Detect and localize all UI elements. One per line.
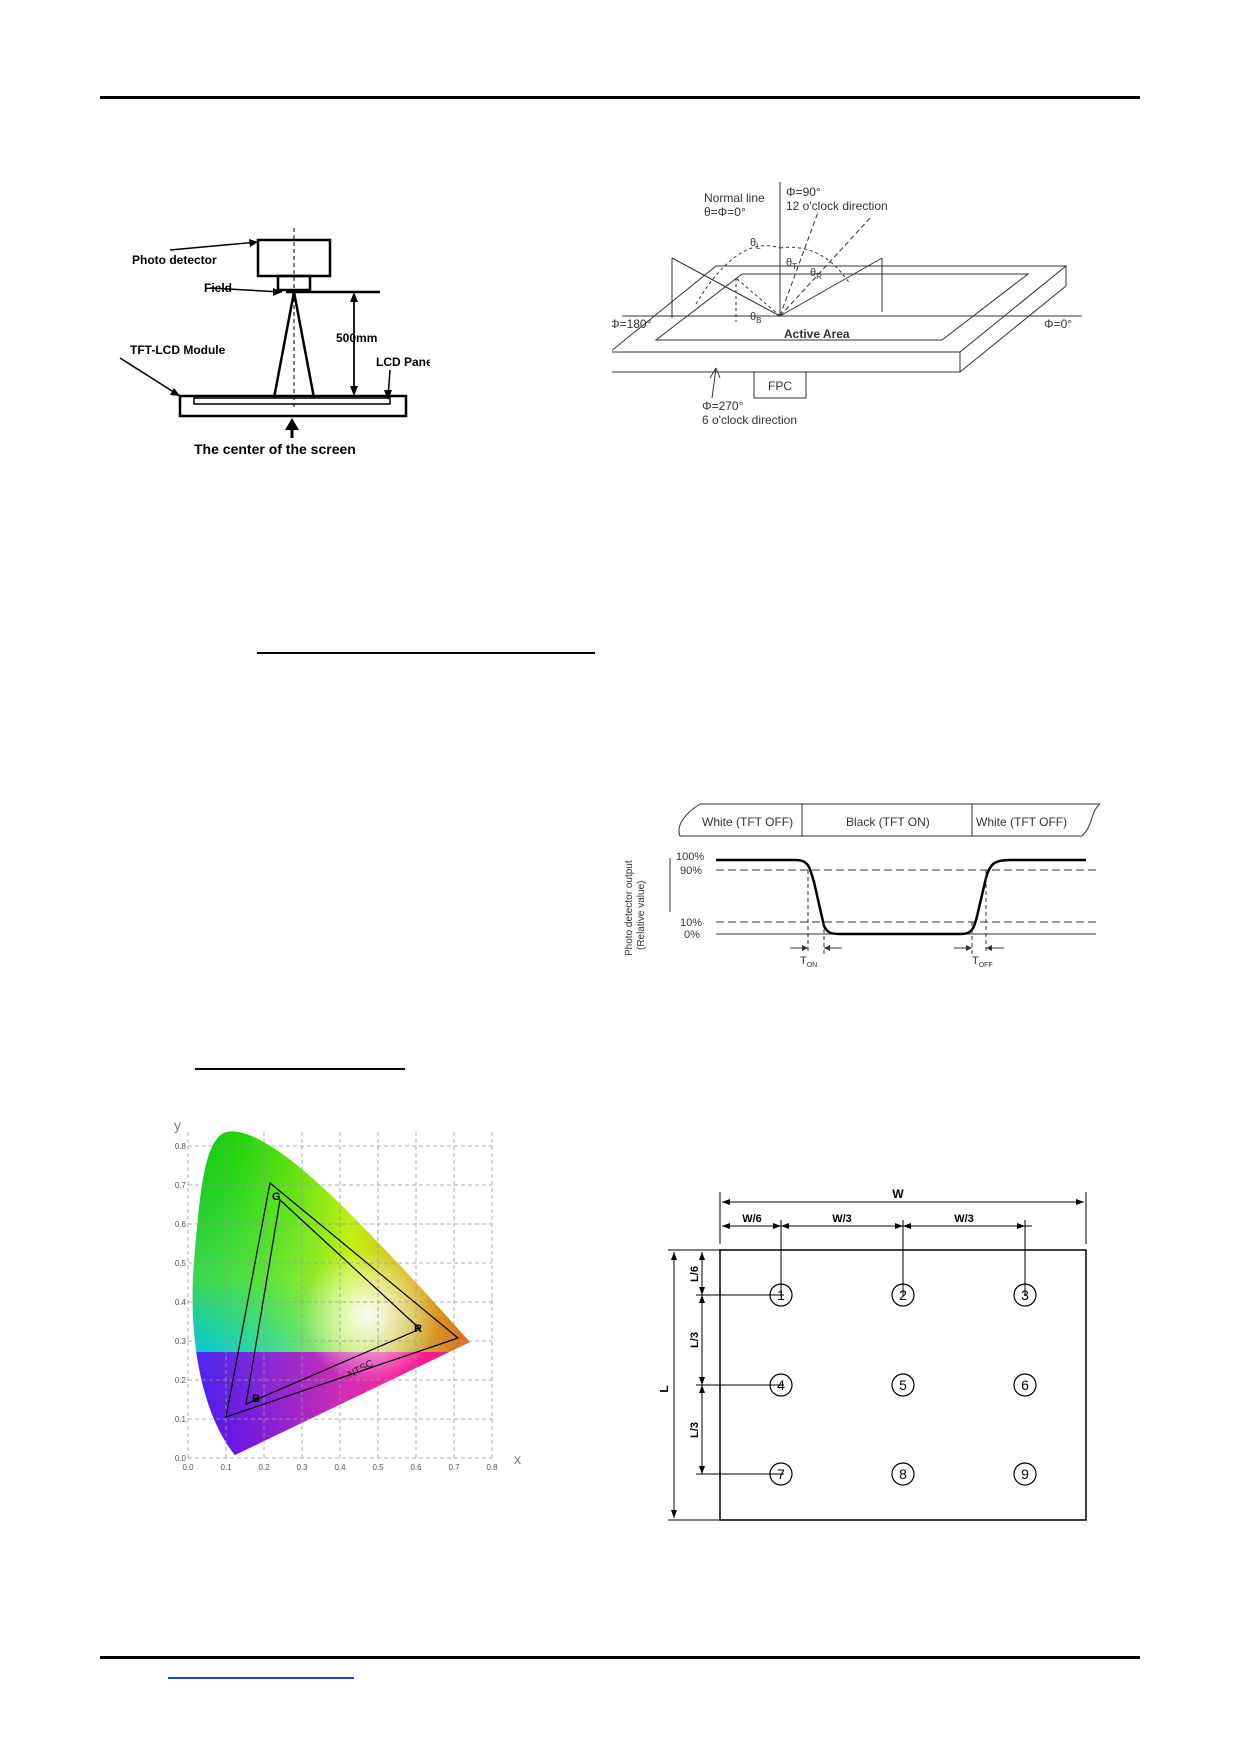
y-tick-8: 0.8 bbox=[175, 1142, 187, 1151]
theta-bottom-label: θB bbox=[750, 311, 761, 325]
level-0-label: 0% bbox=[684, 929, 700, 941]
normal-line-label: Normal line bbox=[704, 191, 765, 205]
l3-first-label: L/3 bbox=[689, 1332, 701, 1348]
panel-gamut-triangle bbox=[245, 1198, 422, 1405]
point-3-marker bbox=[1013, 1283, 1037, 1307]
point-7-label: 7 bbox=[777, 1466, 785, 1482]
normal-line-angle-label: θ=Φ=0° bbox=[704, 205, 746, 219]
point-8-label: 8 bbox=[899, 1466, 907, 1482]
x-tick-0: 0.0 bbox=[182, 1463, 194, 1472]
point-5-label: 5 bbox=[899, 1377, 907, 1393]
point-2-marker bbox=[891, 1283, 915, 1307]
photo-detector-label: Photo detector bbox=[132, 253, 217, 267]
y-tick-3: 0.3 bbox=[175, 1337, 187, 1346]
active-area-label: Active Area bbox=[784, 327, 850, 341]
y-axis-title: y bbox=[174, 1117, 181, 1133]
phi180-label: Φ=180° bbox=[612, 317, 652, 331]
distance-label: 500mm bbox=[336, 331, 377, 345]
point-7-marker bbox=[769, 1462, 793, 1486]
point-9-label: 9 bbox=[1021, 1466, 1029, 1482]
fpc-label: FPC bbox=[768, 379, 792, 393]
twelve-oclock-label: 12 o'clock direction bbox=[786, 199, 888, 213]
x-tick-2: 0.2 bbox=[258, 1463, 270, 1472]
t-on-label: TON bbox=[800, 955, 817, 969]
x-axis-title: x bbox=[514, 1451, 521, 1467]
ntsc-triangle bbox=[225, 1181, 460, 1418]
x-tick-8: 0.8 bbox=[486, 1463, 498, 1472]
section-heading-underline-color bbox=[195, 1068, 405, 1070]
point-4-label: 4 bbox=[777, 1377, 785, 1393]
field-label: Field bbox=[204, 281, 232, 295]
point-3-label: 3 bbox=[1021, 1287, 1029, 1303]
l6-label: L/6 bbox=[689, 1266, 701, 1282]
point-2-label: 2 bbox=[899, 1287, 907, 1303]
point-4-marker bbox=[769, 1373, 793, 1397]
w3-second-label: W/3 bbox=[954, 1213, 974, 1225]
panel-label: LCD Panel bbox=[376, 355, 430, 369]
cie-chromaticity-diagram: G R B NTSC y x 0.0 0.1 0.2 0.3 0.4 0.5 0… bbox=[174, 1117, 521, 1472]
level-100-label: 100% bbox=[676, 851, 704, 863]
viewing-angle-diagram: Normal line θ=Φ=0° Φ=90° 12 o'clock dire… bbox=[612, 182, 1082, 427]
x-tick-6: 0.6 bbox=[410, 1463, 422, 1472]
x-tick-7: 0.7 bbox=[448, 1463, 460, 1472]
y-tick-labels: 0.0 0.1 0.2 0.3 0.4 0.5 0.6 0.7 0.8 bbox=[175, 1142, 187, 1463]
x-tick-5: 0.5 bbox=[372, 1463, 384, 1472]
theta-left-label: θL bbox=[750, 237, 761, 251]
g-label: G bbox=[272, 1191, 281, 1203]
y-tick-1: 0.1 bbox=[175, 1415, 187, 1424]
footer-rule bbox=[100, 1656, 1140, 1659]
phi270-label: Φ=270° bbox=[702, 399, 744, 413]
theta-right-label: θR bbox=[810, 267, 822, 281]
point-8-marker bbox=[891, 1462, 915, 1486]
phi90-label: Φ=90° bbox=[786, 185, 821, 199]
point-1-label: 1 bbox=[777, 1287, 785, 1303]
b-label: B bbox=[252, 1393, 260, 1405]
section-heading-underline-response bbox=[257, 652, 595, 654]
chart-gridlines bbox=[187, 1132, 493, 1459]
t-off-label: TOFF bbox=[972, 955, 993, 969]
level-10-label: 10% bbox=[680, 917, 702, 929]
point-9-marker bbox=[1013, 1462, 1037, 1486]
header-rule bbox=[100, 96, 1140, 99]
module-label: TFT-LCD Module bbox=[130, 343, 226, 357]
y-axis-label: Photo detector output(Relative value) bbox=[624, 860, 647, 956]
luminance-measurement-diagram: Photo detector Field 500mm TFT-LCD Modul… bbox=[119, 228, 430, 457]
white-off-left-label: White (TFT OFF) bbox=[702, 815, 793, 829]
w3-first-label: W/3 bbox=[832, 1213, 852, 1225]
point-1-marker bbox=[769, 1283, 793, 1307]
measurement-points-diagram: W W/6 W/3 W/3 L L/6 L/3 L/3 1 2 3 4 5 bbox=[660, 1187, 1087, 1521]
y-tick-7: 0.7 bbox=[175, 1181, 187, 1190]
x-tick-3: 0.3 bbox=[296, 1463, 308, 1472]
theta-top-label: θT bbox=[786, 257, 797, 271]
screen-center-label: The center of the screen bbox=[194, 441, 356, 457]
x-tick-1: 0.1 bbox=[220, 1463, 232, 1472]
w6-label: W/6 bbox=[742, 1213, 762, 1225]
response-time-diagram: White (TFT OFF) Black (TFT ON) White (TF… bbox=[624, 803, 1100, 969]
point-5-marker bbox=[891, 1373, 915, 1397]
width-label: W bbox=[892, 1187, 904, 1201]
length-label: L bbox=[660, 1385, 671, 1392]
y-tick-0: 0.0 bbox=[175, 1454, 187, 1463]
r-label: R bbox=[414, 1323, 422, 1335]
white-off-right-label: White (TFT OFF) bbox=[976, 815, 1067, 829]
phi0-label: Φ=0° bbox=[1044, 317, 1072, 331]
y-tick-2: 0.2 bbox=[175, 1376, 187, 1385]
x-tick-4: 0.4 bbox=[334, 1463, 346, 1472]
point-6-marker bbox=[1013, 1373, 1037, 1397]
y-tick-4: 0.4 bbox=[175, 1298, 187, 1307]
point-6-label: 6 bbox=[1021, 1377, 1029, 1393]
y-tick-6: 0.6 bbox=[175, 1220, 187, 1229]
six-oclock-label: 6 o'clock direction bbox=[702, 413, 797, 427]
x-tick-labels: 0.0 0.1 0.2 0.3 0.4 0.5 0.6 0.7 0.8 bbox=[182, 1463, 498, 1472]
l3-second-label: L/3 bbox=[689, 1422, 701, 1438]
y-tick-5: 0.5 bbox=[175, 1259, 187, 1268]
footer-link-underline[interactable] bbox=[168, 1677, 354, 1679]
level-90-label: 90% bbox=[680, 865, 702, 877]
black-on-label: Black (TFT ON) bbox=[846, 815, 930, 829]
